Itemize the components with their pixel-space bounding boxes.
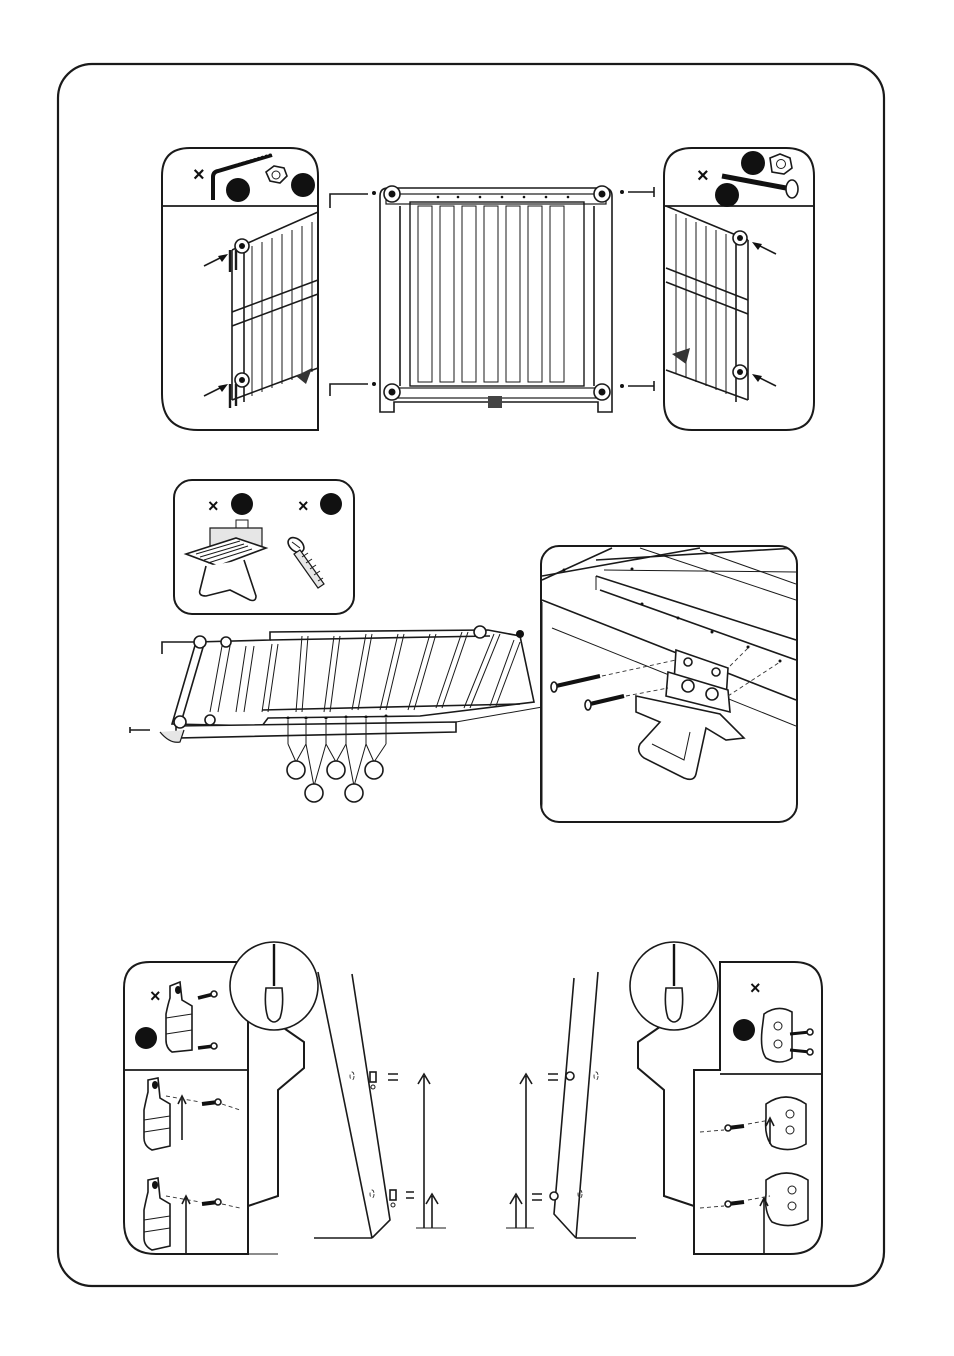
svg-text:×: × (697, 165, 709, 187)
svg-text:×: × (150, 986, 161, 1006)
step-2: × × (130, 480, 797, 822)
hook-bolt-icon (330, 191, 376, 396)
left-wall-bracket-panel: × (124, 962, 248, 1254)
wall-bracket-icon (550, 1072, 574, 1200)
left-wall-mounting (314, 972, 446, 1238)
wall-plate-icon (766, 1173, 808, 1226)
wall-bracket-icon (370, 1072, 396, 1207)
quantity-marker-icon: × (697, 165, 709, 187)
latch-mount-detail-panel (541, 546, 797, 822)
latch-and-screw-kit-panel: × × (174, 480, 354, 614)
step-3: × (124, 942, 822, 1254)
quantity-marker-icon: × (150, 986, 161, 1006)
right-long-bolt-panel: × (664, 148, 814, 430)
count-badge (320, 493, 342, 515)
count-badge (231, 493, 253, 515)
count-badge (715, 183, 739, 207)
quantity-marker-icon: × (750, 978, 761, 998)
long-bolt-icon (620, 187, 654, 391)
nut-icon (770, 154, 792, 174)
right-wall-mounting (506, 972, 636, 1238)
svg-text:×: × (208, 496, 219, 516)
gate-front-view (330, 186, 654, 412)
callout-circle (287, 761, 383, 802)
gate-top-view (130, 626, 548, 802)
svg-text:×: × (750, 978, 761, 998)
svg-text:×: × (193, 164, 205, 186)
quantity-marker-icon: × (193, 164, 205, 186)
count-badge (135, 1027, 157, 1049)
count-badge (741, 151, 765, 175)
step-1: × (162, 148, 814, 430)
count-badge (733, 1019, 755, 1041)
wall-plate-icon (766, 1097, 806, 1150)
left-hook-bolt-panel: × (162, 148, 318, 430)
count-badge (226, 178, 250, 202)
svg-text:×: × (298, 496, 309, 516)
count-badge (291, 173, 315, 197)
